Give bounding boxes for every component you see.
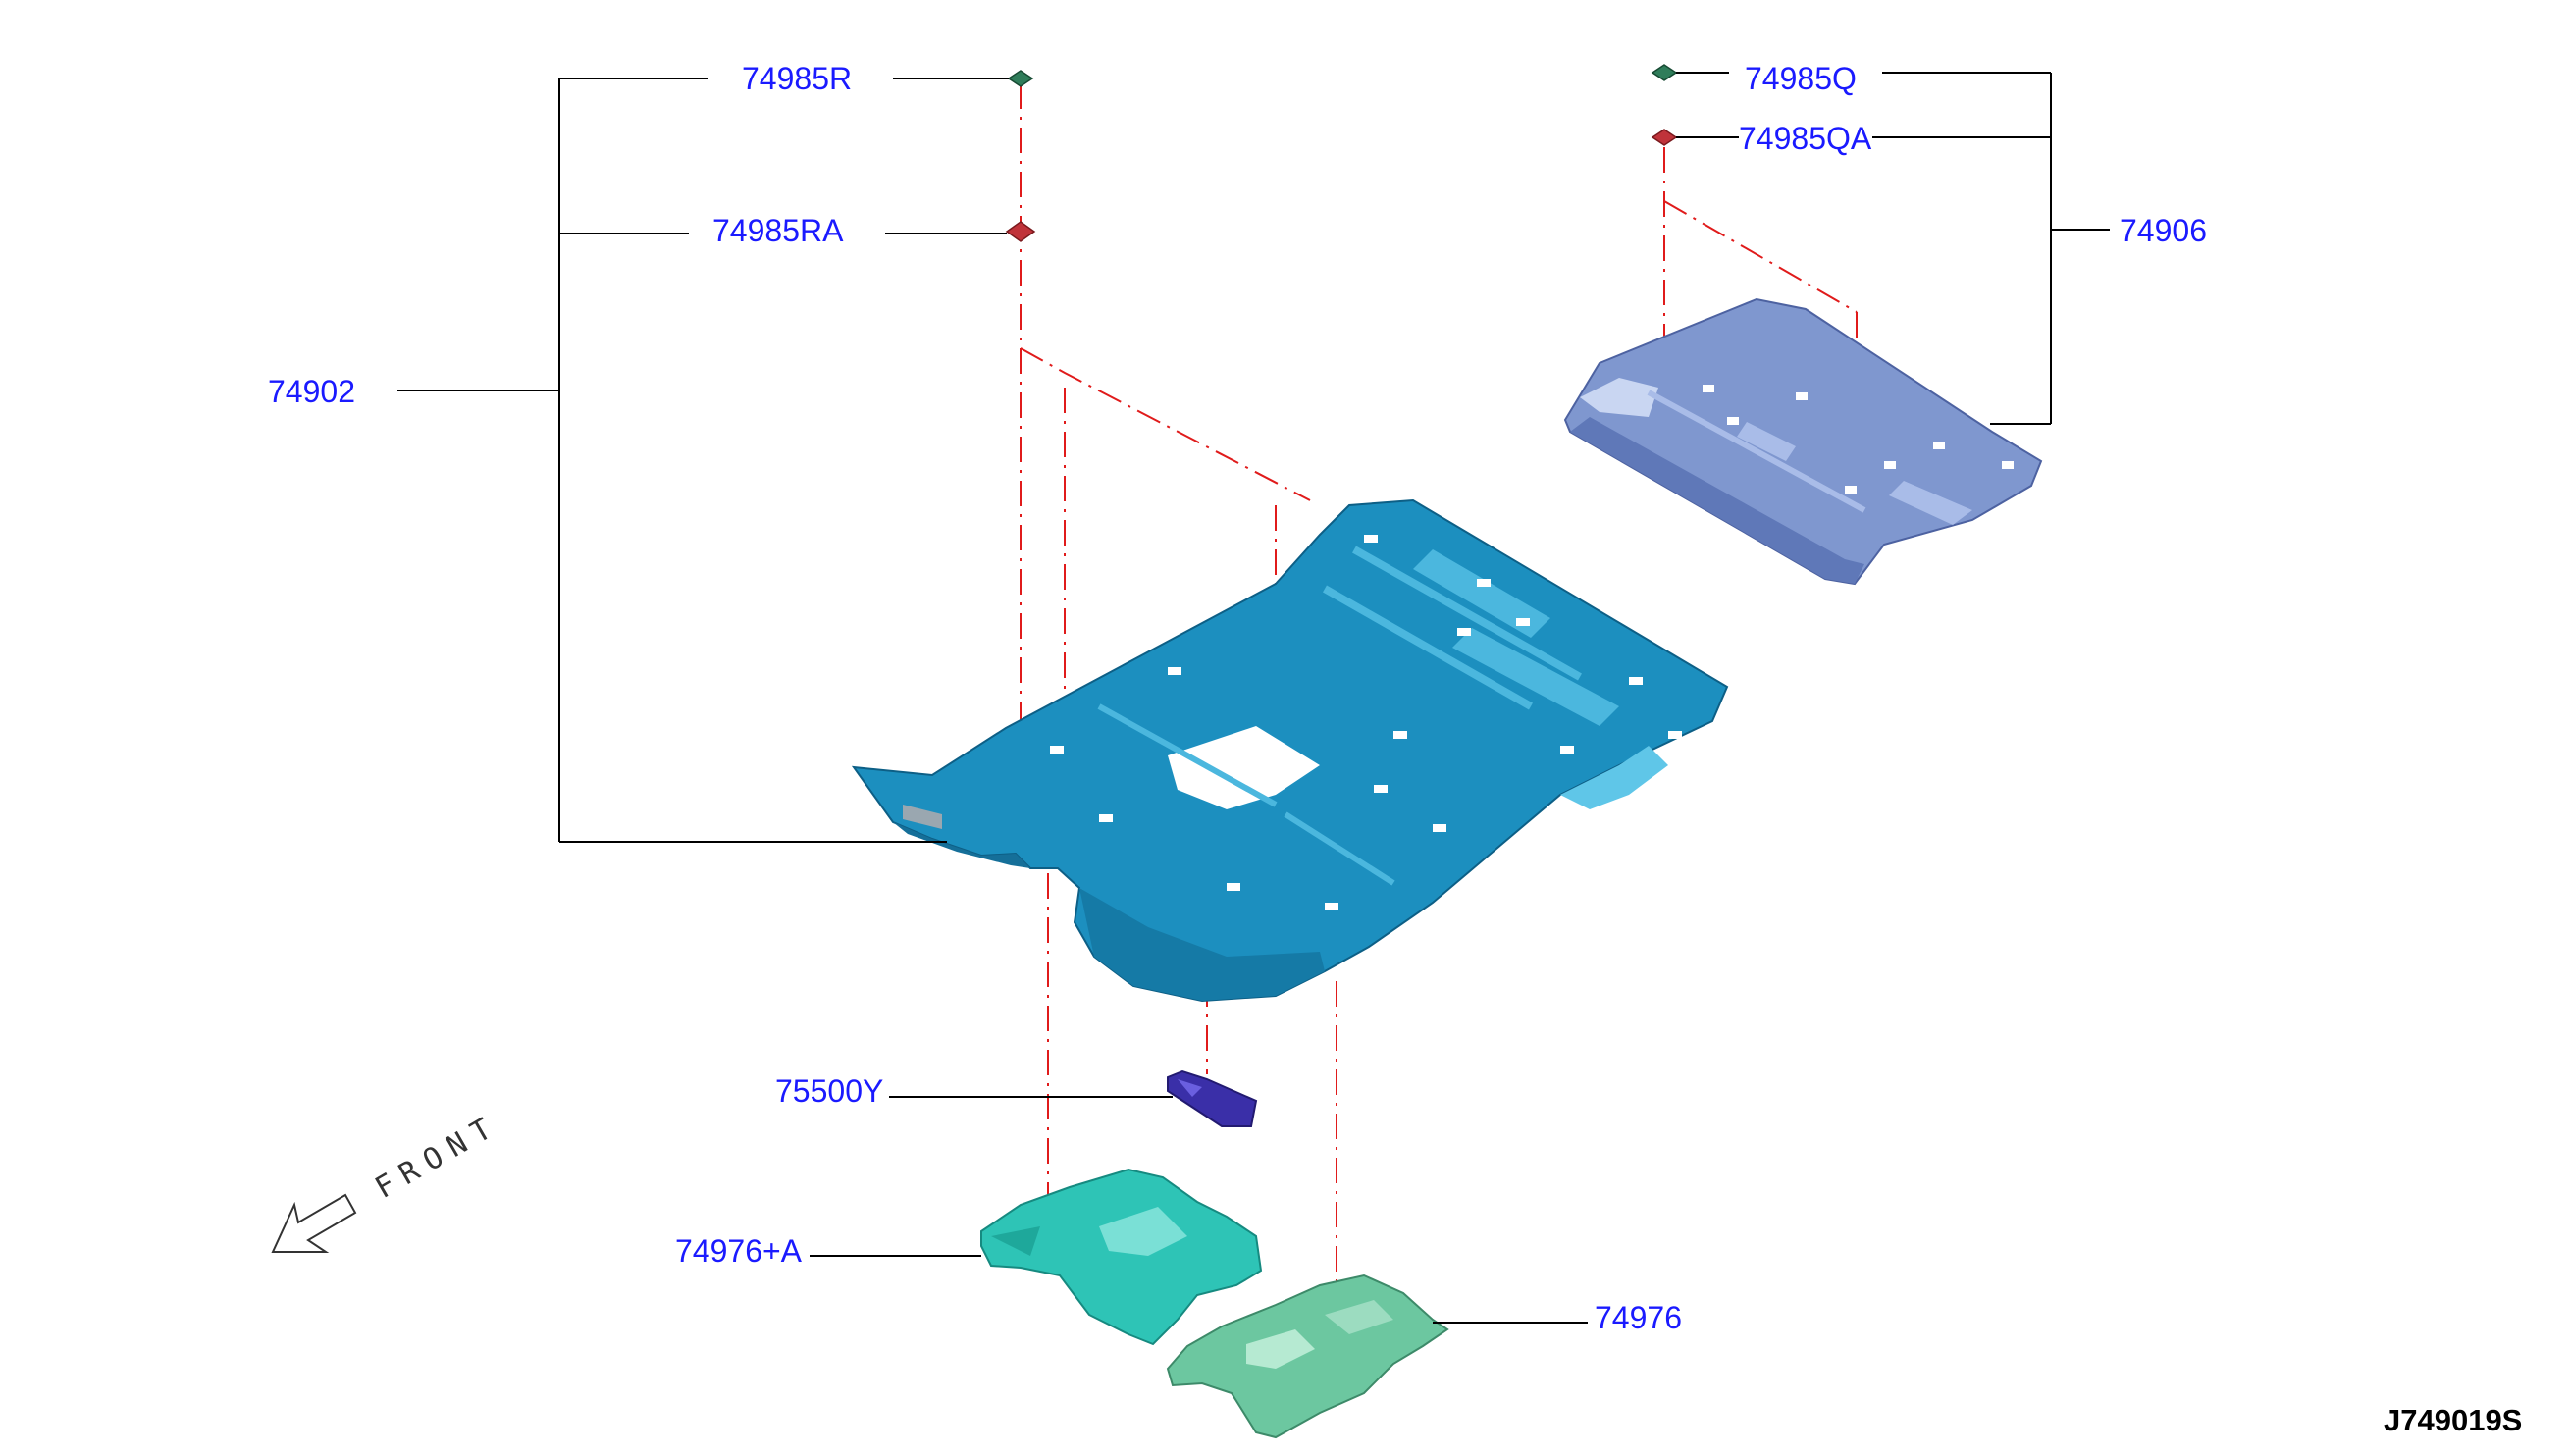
floor-spacer-rear	[1166, 1274, 1449, 1439]
clip-74985QA	[1651, 129, 1678, 146]
clip-74985Q	[1651, 64, 1678, 81]
part-label-74976-plus-a: 74976+A	[675, 1233, 803, 1269]
part-label-74985RA: 74985RA	[712, 213, 844, 248]
front-label: FRONT	[370, 1107, 506, 1205]
front-floor-carpet	[851, 498, 1729, 1003]
part-label-74976: 74976	[1595, 1300, 1682, 1335]
clip-74985R	[1007, 70, 1034, 87]
part-label-74985Q: 74985Q	[1745, 61, 1857, 96]
part-label-74985R: 74985R	[742, 61, 852, 96]
foot-rest	[1167, 1069, 1258, 1127]
diagram-reference-code: J749019S	[2384, 1403, 2522, 1437]
floor-spacer-front	[980, 1168, 1263, 1346]
rear-floor-carpet	[1563, 297, 2043, 586]
front-direction-arrow-icon	[271, 1193, 357, 1253]
part-label-74902: 74902	[268, 374, 355, 409]
part-label-74906: 74906	[2120, 213, 2207, 248]
leader-lines	[397, 72, 2110, 1324]
part-label-74985QA: 74985QA	[1739, 121, 1872, 156]
clip-74985RA	[1005, 221, 1036, 242]
part-label-75500Y: 75500Y	[775, 1073, 883, 1109]
